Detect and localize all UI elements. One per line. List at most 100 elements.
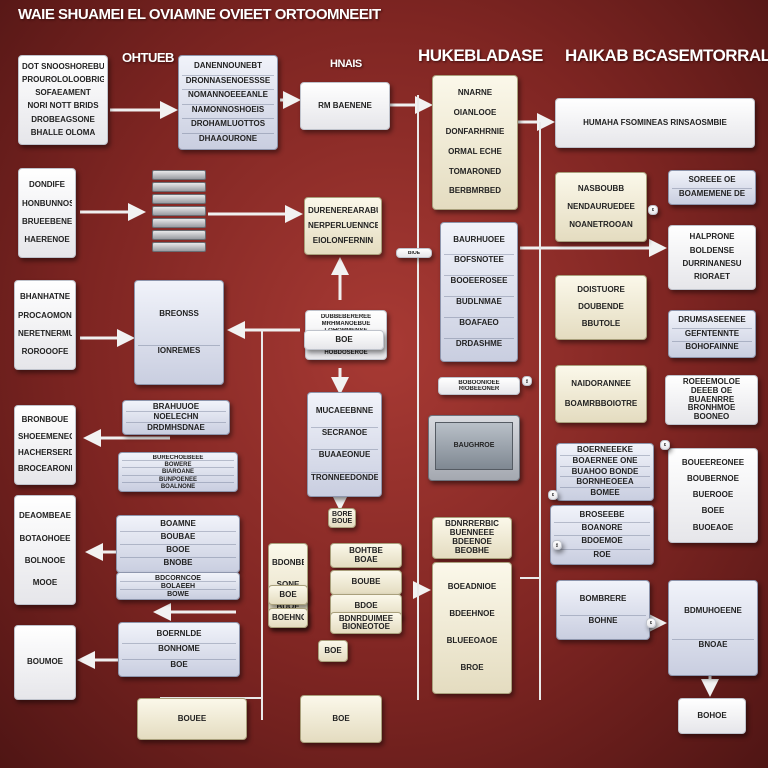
node-text-line: DRUMSASEENEE	[678, 316, 746, 325]
node-text-line: PROCAOMONE	[18, 311, 72, 320]
node-text-line: BOAMEMENE DE	[672, 188, 752, 198]
node-text-line: BRONBOUE	[21, 416, 69, 425]
node-text-line: DHAAOURONE	[182, 132, 274, 143]
node-text-line: MRHMANOEBUE	[321, 321, 371, 328]
node-text-line: RIORAET	[694, 273, 730, 282]
node-text-line: BOLDENSE	[689, 246, 735, 255]
node-text-line: ROE	[554, 548, 650, 559]
node-text-line: BOOEEROSEE	[444, 275, 514, 285]
node-text-line: BOHNE	[560, 614, 646, 625]
node-text-line: BOREOMESSE	[332, 511, 352, 518]
node-text-line: BOUE	[552, 493, 554, 497]
diagram-node-n55: BOE	[660, 440, 670, 450]
main-title: WAIE SHUAMEI EL OVIAMNE OVIEET ORTOOMNEE…	[18, 6, 381, 23]
node-text-line: HALPRONE	[689, 233, 735, 242]
node-text-line: BOE	[324, 646, 342, 655]
node-text-line: DOISTUORE	[577, 286, 625, 295]
diagram-node-n50: BOHOEMAOEBONE	[522, 376, 532, 386]
node-text-line: BUOE	[272, 603, 304, 611]
node-text-line: NAMONNOSHOEIS	[182, 103, 274, 114]
diagram-node-n42: BOE	[318, 640, 348, 662]
node-text-line: DEEEB OE	[690, 387, 733, 396]
diagram-node-n39: BDMUHOEENE BNOAE	[668, 580, 758, 676]
node-text-line: BOFSNOTEE	[444, 254, 514, 264]
node-text-line: DONDIFE	[29, 181, 65, 190]
node-text-line: IONREMES	[138, 344, 220, 355]
node-text-line: BOLNOOE	[24, 557, 66, 566]
node-text-line: DOT SNOOSHOREBUIG	[22, 62, 104, 71]
node-text-line: BOAMRBBOIOTRE	[564, 399, 638, 408]
node-text-line: BOUE	[332, 518, 352, 525]
node-text-line: OIANLOOE	[453, 108, 497, 117]
diagram-node-n41: BOUMOE	[14, 625, 76, 700]
node-text-line: DRDASHME	[444, 338, 514, 348]
node-text-line: DROHAMLUOTTOS	[182, 118, 274, 128]
node-text-line: BLUEEOAOE	[446, 637, 498, 646]
node-text-line: SOFAEAMENT	[35, 89, 91, 98]
diagram-node-n38: BOMBRERE BOHNE	[556, 580, 650, 640]
node-text-line: BUDLNMAE	[444, 296, 514, 306]
diagram-node-n31: BOREOMESSEBOUE	[328, 508, 356, 528]
node-text-line: BORNHEOEEA	[560, 476, 650, 486]
node-text-line: BUAENRRE	[688, 395, 735, 404]
node-text-line: NENDAURUEDEE	[567, 202, 635, 211]
node-text-line: NNARNE	[457, 89, 493, 98]
node-text-line: BOLNE	[556, 543, 558, 545]
node-text-line: BUENNEEE	[449, 529, 495, 538]
node-text-line: BOUEEREONEE	[681, 458, 745, 467]
node-text-line: BOBOONIOEE	[458, 380, 500, 386]
node-text-line: BUAAEONUE	[311, 449, 378, 459]
node-text-line: DRONNASENOESSSE	[182, 74, 274, 85]
diagram-node-n49: BIOE	[396, 248, 432, 258]
diagram-node-n7: DURENEREARABUEENERPERLUENNCEEIOLONFERNIN	[304, 197, 382, 255]
node-text-line: BIONEOTOE	[342, 623, 390, 631]
node-text-line: BOE	[332, 714, 350, 723]
node-text-line: BREONSS	[159, 309, 199, 318]
node-text-line: SHOEEMENEOBR	[18, 432, 72, 441]
node-text-line: TRONNEEDONDE	[311, 471, 378, 482]
node-text-line: BIOE	[407, 251, 421, 255]
node-text-line: NAIDORANNEE	[571, 379, 631, 388]
node-text-line: NOMANNOEEEANLE	[182, 89, 274, 99]
node-text-line: HUMAHA FSOMINEAS RINSAOSMBIE	[583, 118, 727, 127]
node-text-line: HACHERSERDE	[18, 449, 72, 458]
node-text-line: BOMBRERE	[579, 594, 627, 603]
node-text-line: BDMUHOEENE	[684, 606, 742, 615]
node-text-line: BRUEEBENEREHE	[22, 218, 72, 227]
node-text-line: BOHOEMAOE	[526, 379, 528, 381]
node-text-line: BDOEMOE	[554, 535, 650, 545]
node-text-line: BOUBAE	[120, 531, 236, 541]
node-text-line: BNOAE	[672, 638, 754, 649]
node-text-line: BOE	[664, 443, 666, 447]
node-text-line: BERBMRBED	[449, 187, 501, 196]
column-header-2: HNAIS	[330, 58, 362, 70]
node-text-line: HONBUNNOSEE	[22, 199, 72, 208]
node-text-line: DOUBENDE	[578, 303, 624, 312]
diagram-node-n22: BRONBOUESHOEEMENEOBRHACHERSERDEBROCEARON…	[14, 405, 76, 485]
node-text-line: NASBOUBB	[577, 184, 625, 193]
diagram-node-n52: BOLNEBOE	[552, 540, 562, 550]
diagram-node-n12: BHANHATNEPROCAOMONENERETNERMUSEROROOOFE	[14, 280, 76, 370]
node-text-line: DEAOMBEAE	[18, 512, 71, 521]
node-text-line: MUCAEEBNNE	[315, 406, 374, 415]
monitor-icon: BAUGHROE	[428, 415, 520, 481]
node-text-line: NERPERLUENNCE	[308, 221, 378, 230]
node-text-line: BOE	[556, 545, 558, 547]
node-text-line: MOOE	[32, 579, 58, 588]
node-text-line: BDONBE	[272, 559, 304, 568]
